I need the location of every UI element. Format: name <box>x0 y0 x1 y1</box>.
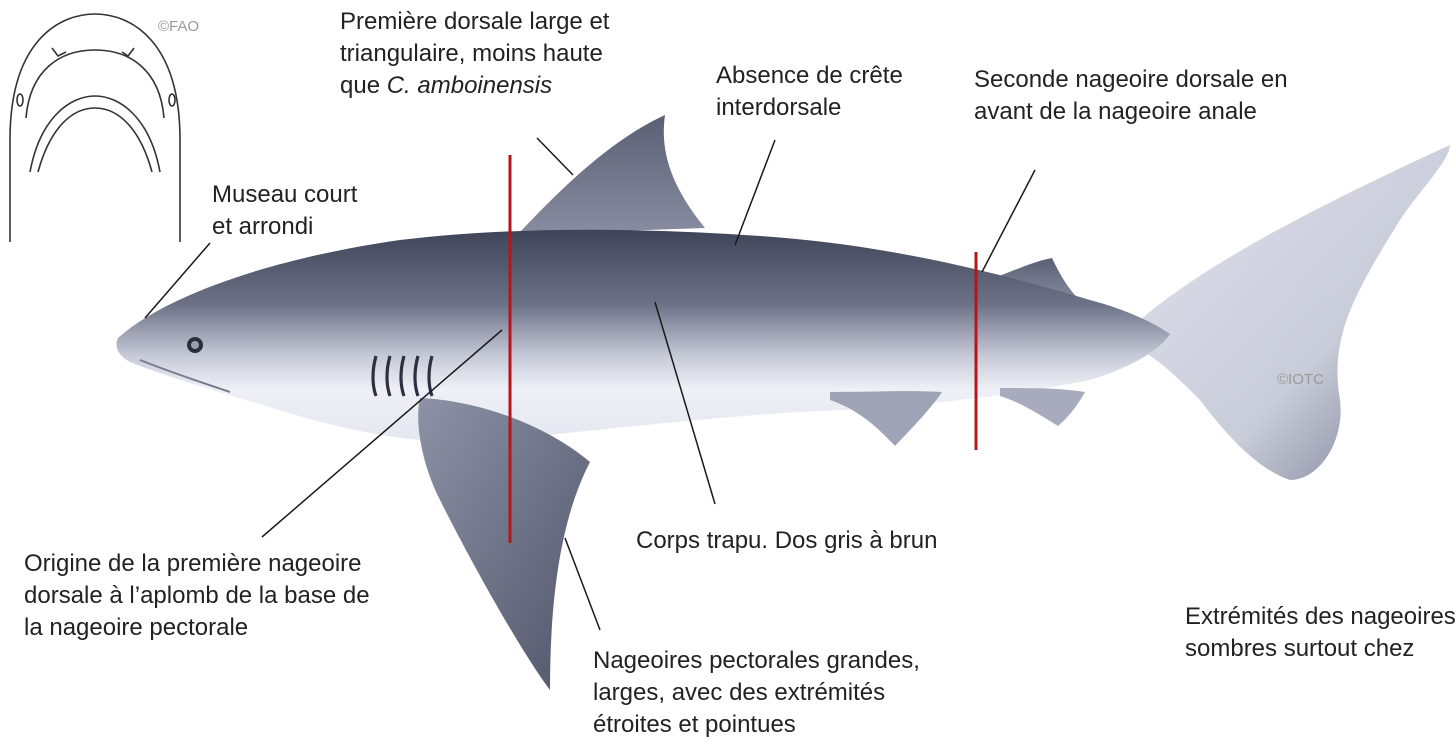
label-pectoral: Nageoires pectorales grandes, larges, av… <box>593 645 920 741</box>
label-pectoral-line1: Nageoires pectorales grandes, <box>593 645 920 677</box>
label-first-dorsal-prefix: que <box>340 72 387 99</box>
label-origin-line1: Origine de la première nageoire <box>24 548 370 580</box>
head-underside-sketch <box>10 14 180 242</box>
leader-interdorsal <box>735 140 775 245</box>
nostril-right <box>169 94 175 106</box>
leader-second-dorsal <box>982 170 1035 272</box>
label-pectoral-line2: larges, avec des extrémités <box>593 677 920 709</box>
label-snout: Museau court et arrondi <box>212 179 357 243</box>
label-interdorsal-line2: interdorsale <box>716 92 903 124</box>
label-pectoral-line3: étroites et pointues <box>593 709 920 741</box>
barbel-left <box>52 48 66 56</box>
credit-iotc: ©IOTC <box>1277 371 1324 388</box>
label-first-dorsal-line1: Première dorsale large et <box>340 6 609 38</box>
label-second-dorsal-line1: Seconde nageoire dorsale en <box>974 64 1288 96</box>
label-body: Corps trapu. Dos gris à brun <box>636 525 937 557</box>
label-first-dorsal-line3: que C. amboinensis <box>340 70 609 102</box>
label-snout-line1: Museau court <box>212 179 357 211</box>
label-snout-line2: et arrondi <box>212 211 357 243</box>
credit-fao: ©FAO <box>158 18 199 35</box>
label-origin: Origine de la première nageoire dorsale … <box>24 548 370 644</box>
leader-pectoral <box>565 538 600 630</box>
caudal-fin <box>1140 145 1450 480</box>
label-fin-tips-line2: sombres surtout chez <box>1185 633 1456 665</box>
label-origin-line3: la nageoire pectorale <box>24 612 370 644</box>
nostril-left <box>17 94 23 106</box>
species-name: C. amboinensis <box>387 72 552 99</box>
anal-fin <box>1000 388 1085 426</box>
label-body-line1: Corps trapu. Dos gris à brun <box>636 525 937 557</box>
label-second-dorsal: Seconde nageoire dorsale en avant de la … <box>974 64 1288 128</box>
pectoral-fin <box>418 398 590 690</box>
label-second-dorsal-line2: avant de la nageoire anale <box>974 96 1288 128</box>
pelvic-fin <box>830 391 942 446</box>
mouth-lower <box>38 108 152 172</box>
mouth-outer-right <box>95 50 164 118</box>
first-dorsal-fin <box>520 115 705 232</box>
leader-first-dorsal <box>537 138 573 175</box>
mouth-outer <box>26 50 95 118</box>
label-origin-line2: dorsale à l’aplomb de la base de <box>24 580 370 612</box>
shark-body <box>117 230 1171 442</box>
label-interdorsal-line1: Absence de crête <box>716 60 903 92</box>
label-fin-tips: Extrémités des nageoires sombres surtout… <box>1185 601 1456 665</box>
label-interdorsal: Absence de crête interdorsale <box>716 60 903 124</box>
label-fin-tips-line1: Extrémités des nageoires <box>1185 601 1456 633</box>
label-first-dorsal-line2: triangulaire, moins haute <box>340 38 609 70</box>
label-first-dorsal: Première dorsale large et triangulaire, … <box>340 6 609 102</box>
snout-outline <box>10 14 180 242</box>
